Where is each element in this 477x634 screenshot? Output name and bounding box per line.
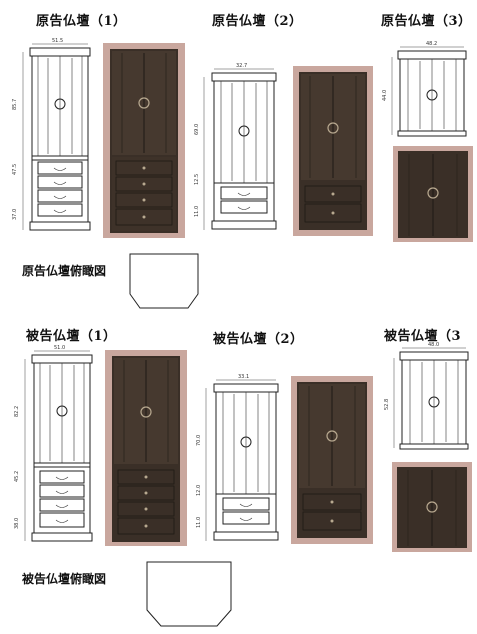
- dimension-label: 47.5: [12, 164, 18, 175]
- defendant-plan-label: 被告仏壇俯瞰図: [22, 572, 107, 586]
- dimension-label: 52.8: [384, 399, 390, 410]
- dimension-label: 44.0: [382, 90, 388, 101]
- dimension-label: 32.7: [236, 63, 247, 69]
- dimension-label: 51.5: [52, 38, 63, 44]
- defendant-altar-3-label: 被告仏壇（3: [384, 329, 462, 344]
- original-altar-1-drawing: 51.5 85.7 47.5 37.0: [12, 38, 91, 231]
- defendant-altar-1-photo: [105, 350, 187, 546]
- defendant-altar-2-photo: [291, 376, 373, 544]
- dimension-label: 11.0: [196, 517, 202, 528]
- dimension-label: 12.0: [196, 485, 202, 496]
- defendant-altar-3-drawing: 48.0 52.8: [384, 342, 469, 450]
- defendant-altar-3-photo: [392, 462, 472, 552]
- original-altar-2-photo: [293, 66, 373, 236]
- original-altar-1-label: 原告仏壇（1）: [36, 14, 127, 29]
- original-altar-3-label: 原告仏壇（3）: [381, 14, 472, 29]
- dimension-label: 48.0: [428, 342, 439, 348]
- dimension-label: 85.7: [12, 99, 18, 110]
- dimension-label: 69.0: [194, 124, 200, 135]
- dimension-label: 82.2: [14, 406, 20, 417]
- original-altar-1-photo: [103, 43, 185, 238]
- original-altar-3-drawing: 48.2 44.0: [382, 41, 467, 137]
- dimension-label: 70.0: [196, 435, 202, 446]
- dimension-label: 12.5: [194, 174, 200, 185]
- original-plan-view: [129, 253, 199, 309]
- original-plan-label: 原告仏壇俯瞰図: [22, 264, 107, 278]
- defendant-plan-view: [146, 561, 232, 627]
- defendant-altar-1-drawing: 51.0 82.2 45.2 38.0: [14, 345, 93, 542]
- dimension-label: 51.0: [54, 345, 65, 351]
- dimension-label: 48.2: [426, 41, 437, 47]
- dimension-label: 45.2: [14, 471, 20, 482]
- defendant-altar-1-label: 被告仏壇（1）: [26, 329, 117, 344]
- dimension-label: 33.1: [238, 374, 249, 380]
- defendant-altar-2-drawing: 33.1 70.0 12.0 11.0: [196, 374, 279, 541]
- defendant-altar-2-label: 被告仏壇（2）: [213, 332, 304, 347]
- dimension-label: 38.0: [14, 518, 20, 529]
- original-altar-2-drawing: 32.7 69.0 12.5 11.0: [194, 63, 277, 230]
- dimension-label: 37.0: [12, 209, 18, 220]
- original-altar-2-label: 原告仏壇（2）: [212, 14, 303, 29]
- dimension-label: 11.0: [194, 206, 200, 217]
- original-altar-3-photo: [393, 146, 473, 242]
